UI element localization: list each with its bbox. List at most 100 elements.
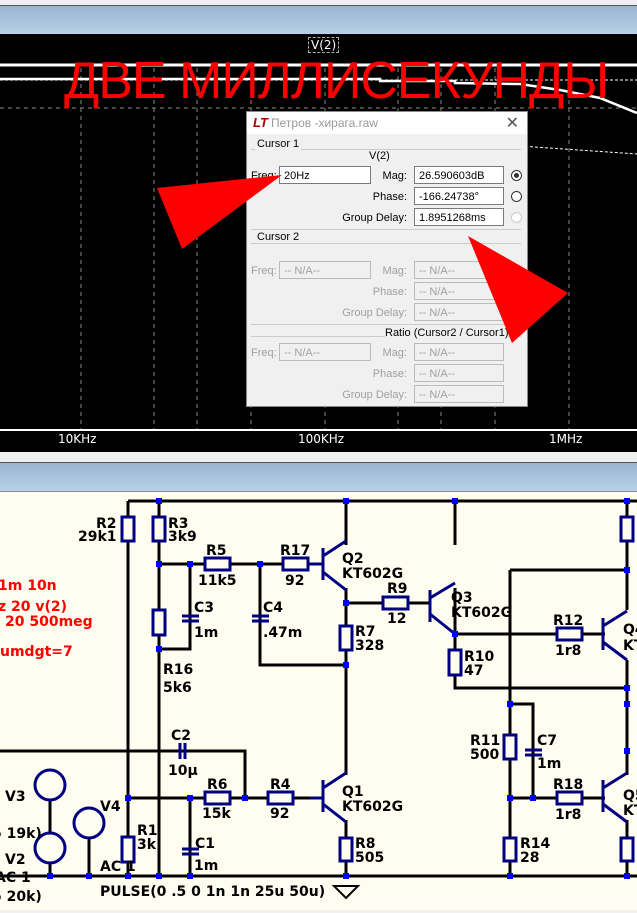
cursor1-group-delay-field[interactable]: 1.8951268ms (414, 208, 504, 226)
component-label: R17 (280, 543, 310, 559)
schematic: 1m 10n z 20 v(2) 20 500meg umdgt=7 R229k… (0, 498, 637, 905)
source-V4 (72, 806, 106, 840)
component-label: R9 (387, 581, 408, 597)
component-label: C4 (263, 600, 283, 616)
component-label: R3 (168, 516, 189, 532)
ground-icon (331, 885, 361, 900)
cursor1-mag-radio[interactable] (511, 170, 522, 181)
component-label: 1m (194, 625, 218, 641)
component-label: 3k9 (168, 529, 197, 545)
cursor1-group-label: Cursor 1 (255, 138, 302, 150)
close-icon[interactable]: ✕ (505, 115, 519, 132)
cursor2-group-label: Cursor 2 (255, 231, 302, 243)
spice-directives: 1m 10n z 20 v(2) 20 500meg umdgt=7 (0, 578, 93, 660)
component-label: R2 (96, 516, 117, 532)
resistor-R6 (203, 790, 232, 806)
resistor-R9 (381, 595, 410, 611)
component-label: V2 (5, 852, 26, 868)
component-label: C1 (195, 836, 215, 852)
cursor1-freq-label: Freq: (251, 170, 277, 182)
resistor-R17 (281, 556, 310, 572)
component-label: 328 (355, 638, 384, 654)
trace-label[interactable]: V(2) (308, 37, 340, 53)
phase-trace-2 (519, 145, 637, 155)
component-label: 92 (285, 573, 304, 589)
component-label: 15k (202, 806, 231, 822)
component-label: R12 (553, 613, 583, 629)
component-label: KT (623, 638, 637, 654)
ratio-phase-label: Phase: (372, 368, 407, 380)
resistor-R12 (555, 626, 584, 642)
capacitors (178, 614, 542, 856)
component-label: 5 20k) (0, 889, 42, 905)
cursor-dialog[interactable]: LT Петров -хирага.raw ✕ Cursor 1 V(2) Fr… (246, 111, 528, 407)
component-label: R11 (470, 733, 500, 749)
component-label: Q2 (342, 551, 364, 567)
ratio-phase-field[interactable]: -- N/A-- (414, 364, 504, 382)
component-label: V4 (100, 799, 121, 815)
component-label: R18 (553, 777, 583, 793)
schematic-window-titlebar[interactable] (0, 462, 637, 493)
resistor-R1 (120, 835, 136, 864)
x-tick-1mhz: 1MHz (549, 432, 583, 446)
component-label: R8 (355, 836, 376, 852)
component-label: R6 (207, 777, 228, 793)
ratio-mag-label: Mag: (382, 347, 407, 359)
resistor-R3 (151, 515, 167, 543)
dialog-titlebar[interactable]: LT Петров -хирага.raw ✕ (247, 112, 527, 134)
source-V3 (33, 768, 67, 802)
directive-2: z 20 v(2) (0, 599, 67, 615)
resistor-R16 (151, 608, 167, 637)
component-label: R5 (206, 543, 227, 559)
component-label: PULSE(0 .5 0 1n 1n 25u 50u) (100, 884, 325, 900)
ratio-freq-label: Freq: (251, 347, 277, 359)
cursor2-phase-label: Phase: (372, 286, 407, 298)
resistor-R7 (338, 624, 354, 652)
ratio-freq-field[interactable]: -- N/A-- (279, 343, 371, 361)
resistor-R2 (120, 515, 136, 543)
ratio-mag-field[interactable]: -- N/A-- (414, 343, 504, 361)
cursor1-group-delay-radio[interactable] (511, 212, 522, 223)
cursor2-group-delay-field[interactable]: -- N/A-- (414, 303, 504, 321)
junctions (47, 498, 630, 879)
resistor-R8 (338, 836, 354, 863)
component-label: 92 (270, 806, 289, 822)
ltspice-logo-icon: LT (253, 115, 268, 130)
cursor1-group-delay-label: Group Delay: (342, 212, 407, 224)
transistors (310, 539, 628, 824)
components (33, 515, 635, 865)
cursor2-mag-field[interactable]: -- N/A-- (414, 261, 504, 279)
component-label: 500 (470, 747, 499, 763)
plot-window-titlebar[interactable] (0, 5, 637, 36)
resistor-R-right-bottom (619, 836, 635, 863)
ratio-group-delay-field[interactable]: -- N/A-- (414, 385, 504, 403)
component-label: Q1 (342, 784, 364, 800)
ratio-group-label: Ratio (Cursor2 / Cursor1) (385, 327, 509, 339)
cursor2-mag-label: Mag: (382, 265, 407, 277)
annotation-text: ДВЕ МИЛЛИСЕКУНДЫ (64, 52, 609, 110)
cursor2-phase-field[interactable]: -- N/A-- (414, 282, 504, 300)
dialog-title: Петров -хирага.raw (271, 116, 378, 130)
component-label: 1m (194, 858, 218, 874)
ratio-group-delay-label: Group Delay: (342, 389, 407, 401)
component-label: KT602G (342, 799, 403, 815)
cursor1-phase-field[interactable]: -166.24738° (414, 187, 504, 205)
cursor1-mag-field[interactable]: 26.590603dB (414, 166, 504, 184)
directive-3: 20 500meg (5, 614, 93, 630)
component-label: C2 (171, 728, 191, 744)
component-label: Q5 (623, 788, 637, 804)
component-label: 505 (355, 850, 384, 866)
resistor-R18 (555, 790, 584, 806)
directive-4: umdgt=7 (0, 644, 73, 660)
x-tick-100khz: 100KHz (298, 432, 345, 446)
cursor1-phase-radio[interactable] (511, 191, 522, 202)
resistor-R4 (266, 790, 295, 806)
component-label: 28 (520, 850, 539, 866)
resistor-R11 (502, 733, 518, 761)
cursor2-freq-input[interactable]: -- N/A-- (279, 261, 371, 279)
component-label: V3 (5, 789, 26, 805)
plot-canvas (0, 63, 637, 431)
cursor1-freq-input[interactable]: 20Hz (279, 166, 371, 184)
